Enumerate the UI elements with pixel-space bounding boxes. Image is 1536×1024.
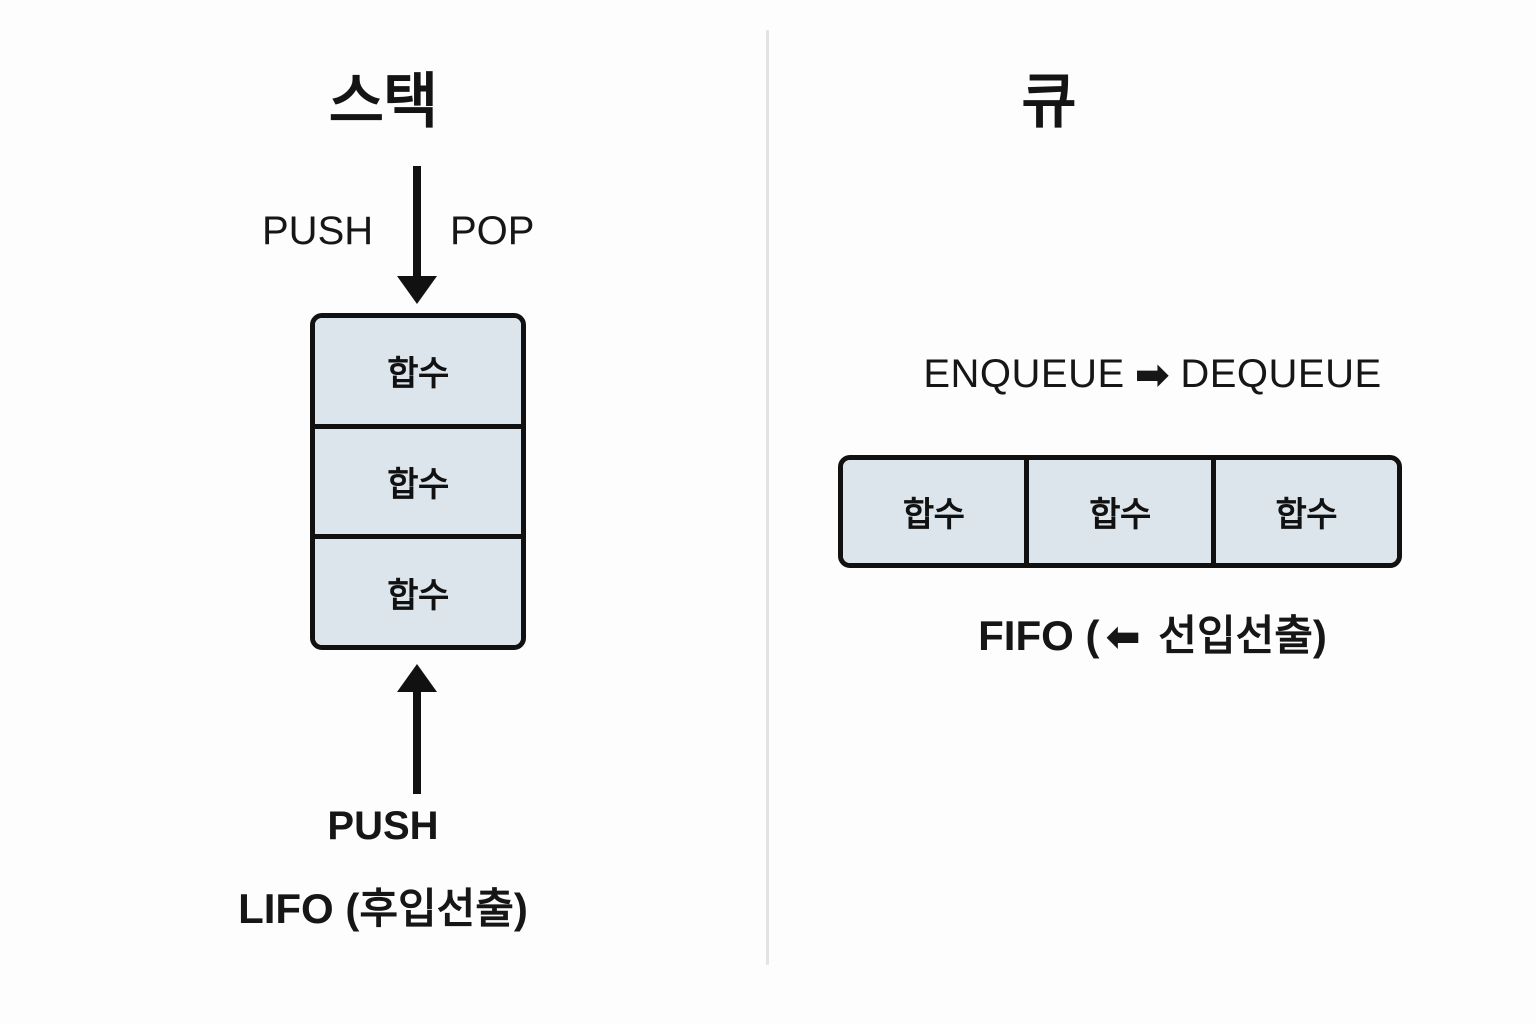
stack-cell-label: 합수: [387, 355, 449, 394]
arrow-down-shaft: [413, 166, 421, 280]
queue-title: 큐: [1021, 68, 1076, 135]
arrow-up-icon: [397, 664, 437, 794]
queue-cell: 합수: [843, 460, 1030, 563]
queue-cell-label: 합수: [1275, 496, 1338, 534]
stack-push-label-bottom: PUSH: [327, 804, 439, 848]
stack-container: 합수 합수 합수: [310, 313, 526, 650]
arrow-up-head: [397, 664, 437, 692]
stack-panel: 스택 PUSH POP 합수 합수 합수 PUSH LIFO (후입선출): [0, 0, 766, 1024]
arrow-up-shaft: [413, 688, 421, 794]
stack-cell-label: 합수: [387, 576, 449, 615]
arrow-left-icon: ⬅: [1105, 613, 1141, 660]
fifo-prefix: FIFO (: [978, 612, 1100, 659]
arrow-right-icon: ➡: [1134, 351, 1171, 398]
queue-panel: 큐 ENQUEUE➡DEQUEUE 합수 합수 합수 FIFO (⬅ 선입선출): [769, 0, 1536, 1024]
queue-cell: 합수: [1029, 460, 1216, 563]
queue-container: 합수 합수 합수: [838, 455, 1402, 568]
enqueue-label: ENQUEUE: [923, 352, 1125, 396]
arrow-down-icon: [397, 166, 437, 304]
queue-operations-label: ENQUEUE➡DEQUEUE: [769, 354, 1536, 396]
stack-cell: 합수: [315, 428, 521, 540]
stack-push-label-top: PUSH: [262, 209, 374, 253]
queue-cell-label: 합수: [1089, 496, 1151, 534]
stack-cell: 합수: [315, 539, 521, 645]
panel-divider: [766, 30, 769, 965]
queue-cell: 합수: [1215, 460, 1397, 563]
stack-cell-label: 합수: [387, 466, 449, 504]
queue-footer-label: FIFO (⬅ 선입선출): [769, 615, 1536, 658]
fifo-suffix: 선입선출): [1146, 612, 1327, 659]
queue-cell-label: 합수: [902, 496, 965, 534]
stack-footer-label: LIFO (후입선출): [238, 885, 528, 932]
dequeue-label: DEQUEUE: [1180, 352, 1382, 396]
arrow-down-head: [397, 276, 437, 304]
stack-pop-label-top: POP: [450, 209, 535, 253]
stack-cell: 합수: [315, 318, 521, 429]
stack-title: 스택: [328, 68, 438, 135]
